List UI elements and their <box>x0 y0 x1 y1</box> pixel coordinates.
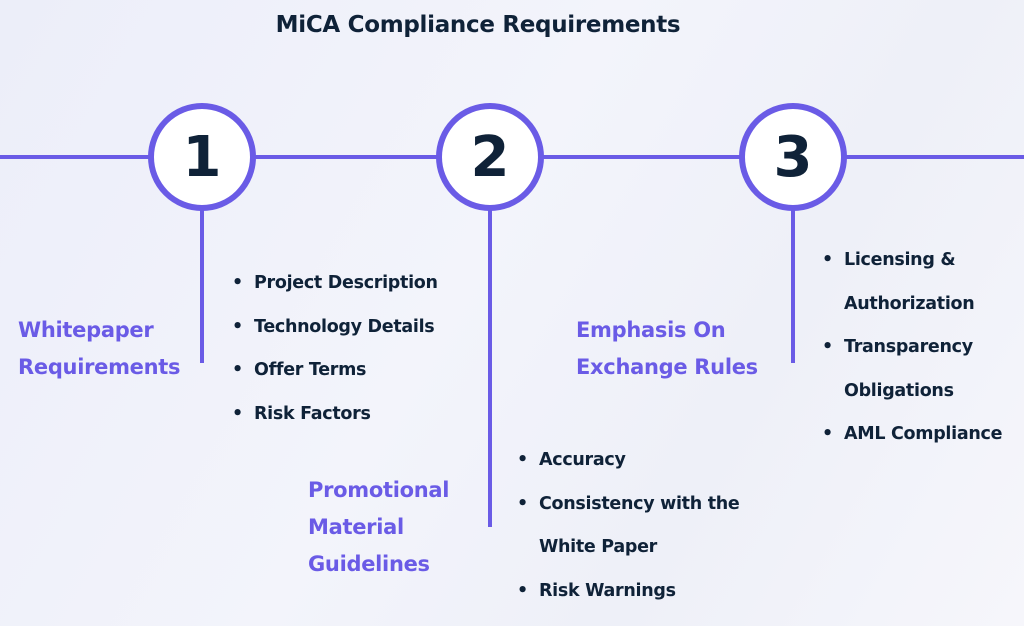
step-1-heading: Whitepaper Requirements <box>18 312 181 386</box>
connector-1 <box>200 205 204 363</box>
step-2-list: Accuracy Consistency with the White Pape… <box>517 439 740 613</box>
page-title: MiCA Compliance Requirements <box>275 12 681 38</box>
connector-2 <box>488 205 492 527</box>
list-item: Technology Details <box>232 306 438 350</box>
heading-line: Exchange Rules <box>576 355 758 379</box>
heading-line: Guidelines <box>308 552 430 576</box>
list-item-continuation: White Paper <box>539 537 657 558</box>
list-item: AML Compliance <box>822 413 1002 457</box>
heading-line: Whitepaper <box>18 318 154 342</box>
step-2-heading: Promotional Material Guidelines <box>308 472 449 583</box>
list-item: Transparency <box>822 326 1002 370</box>
step-3-heading: Emphasis On Exchange Rules <box>576 312 758 386</box>
list-item: Risk Warnings <box>517 570 740 614</box>
heading-line: Emphasis On <box>576 318 726 342</box>
list-item: Offer Terms <box>232 349 438 393</box>
list-item: Project Description <box>232 262 438 306</box>
step-3-badge: 3 <box>739 103 847 211</box>
step-1-badge: 1 <box>148 103 256 211</box>
heading-line: Promotional <box>308 478 450 502</box>
list-item: Consistency with the <box>517 483 740 527</box>
list-item: Accuracy <box>517 439 740 483</box>
list-item: Risk Factors <box>232 393 438 437</box>
step-2-badge: 2 <box>436 103 544 211</box>
heading-line: Requirements <box>18 355 181 379</box>
heading-line: Material <box>308 515 404 539</box>
list-item-continuation: Authorization <box>844 293 975 314</box>
list-item-continuation: Obligations <box>844 380 954 401</box>
connector-3 <box>791 205 795 363</box>
step-3-list: Licensing & Authorization Transparency O… <box>822 239 1002 457</box>
list-item: Licensing & <box>822 239 1002 283</box>
step-1-list: Project Description Technology Details O… <box>232 262 438 436</box>
